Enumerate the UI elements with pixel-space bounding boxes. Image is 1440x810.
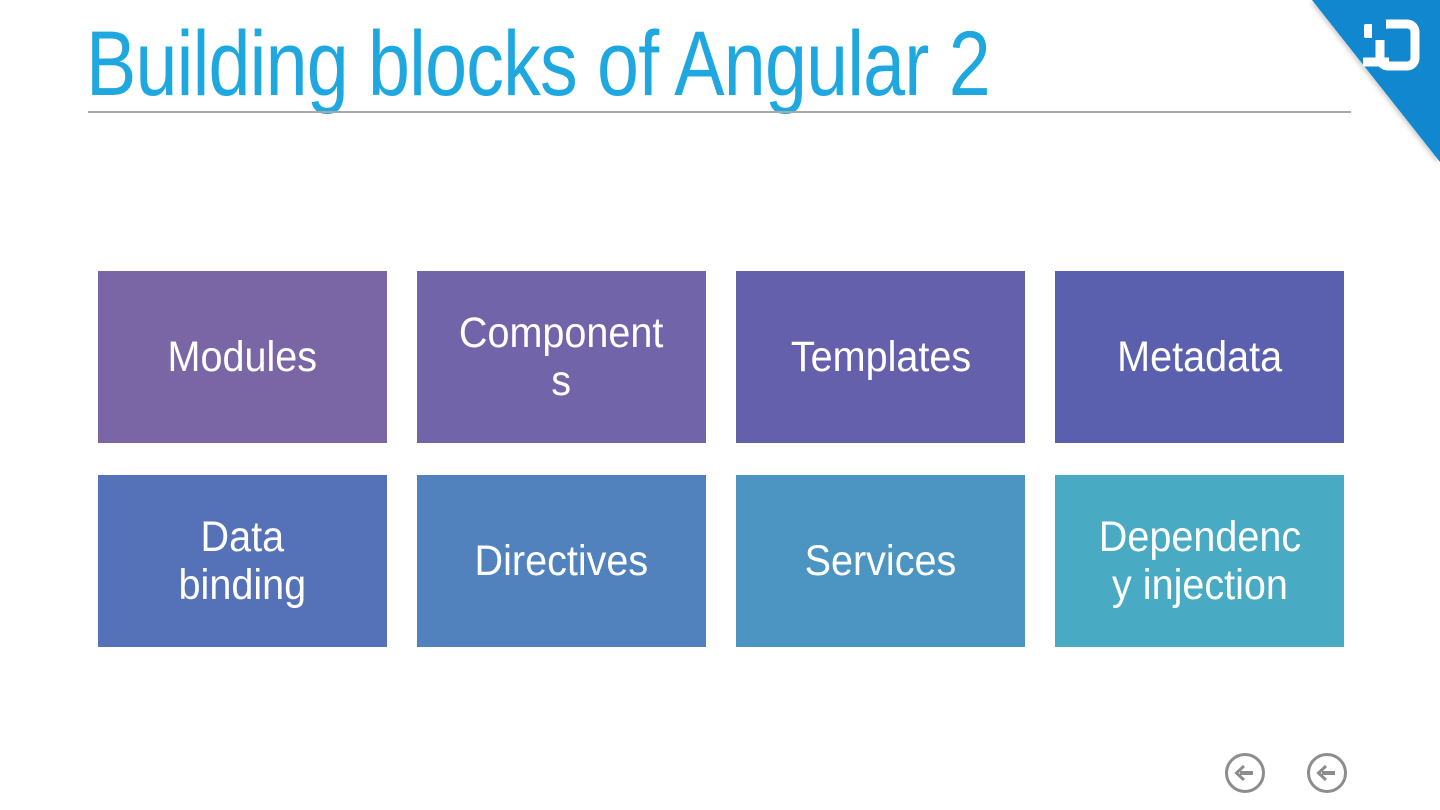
block-label: Data binding bbox=[178, 512, 307, 609]
slide-nav bbox=[1224, 752, 1348, 794]
arrow-left-icon bbox=[1225, 753, 1265, 793]
block-label: Component s bbox=[459, 308, 664, 405]
block-label: Metadata bbox=[1117, 332, 1282, 381]
block-services: Services bbox=[736, 475, 1025, 647]
block-label: Templates bbox=[790, 332, 971, 381]
arrow-left-icon bbox=[1307, 753, 1347, 793]
block-metadata: Metadata bbox=[1055, 271, 1344, 443]
title-underline bbox=[88, 111, 1351, 113]
block-directives: Directives bbox=[417, 475, 706, 647]
block-templates: Templates bbox=[736, 271, 1025, 443]
block-data-binding: Data binding bbox=[98, 475, 387, 647]
block-components: Component s bbox=[417, 271, 706, 443]
nav-back-button-2[interactable] bbox=[1306, 752, 1348, 794]
brand-logo-icon bbox=[1363, 19, 1420, 71]
nav-back-button-1[interactable] bbox=[1224, 752, 1266, 794]
block-dependency-injection: Dependenc y injection bbox=[1055, 475, 1344, 647]
block-label: Services bbox=[804, 536, 957, 585]
corner-ribbon bbox=[1312, 0, 1440, 162]
block-label: Dependenc y injection bbox=[1098, 512, 1301, 609]
block-label: Modules bbox=[167, 332, 318, 381]
building-blocks-grid: Modules Component s Templates Metadata D… bbox=[98, 271, 1344, 647]
slide-title: Building blocks of Angular 2 bbox=[86, 13, 991, 115]
ribbon-triangle bbox=[1312, 0, 1440, 162]
block-modules: Modules bbox=[98, 271, 387, 443]
block-label: Directives bbox=[474, 536, 649, 585]
